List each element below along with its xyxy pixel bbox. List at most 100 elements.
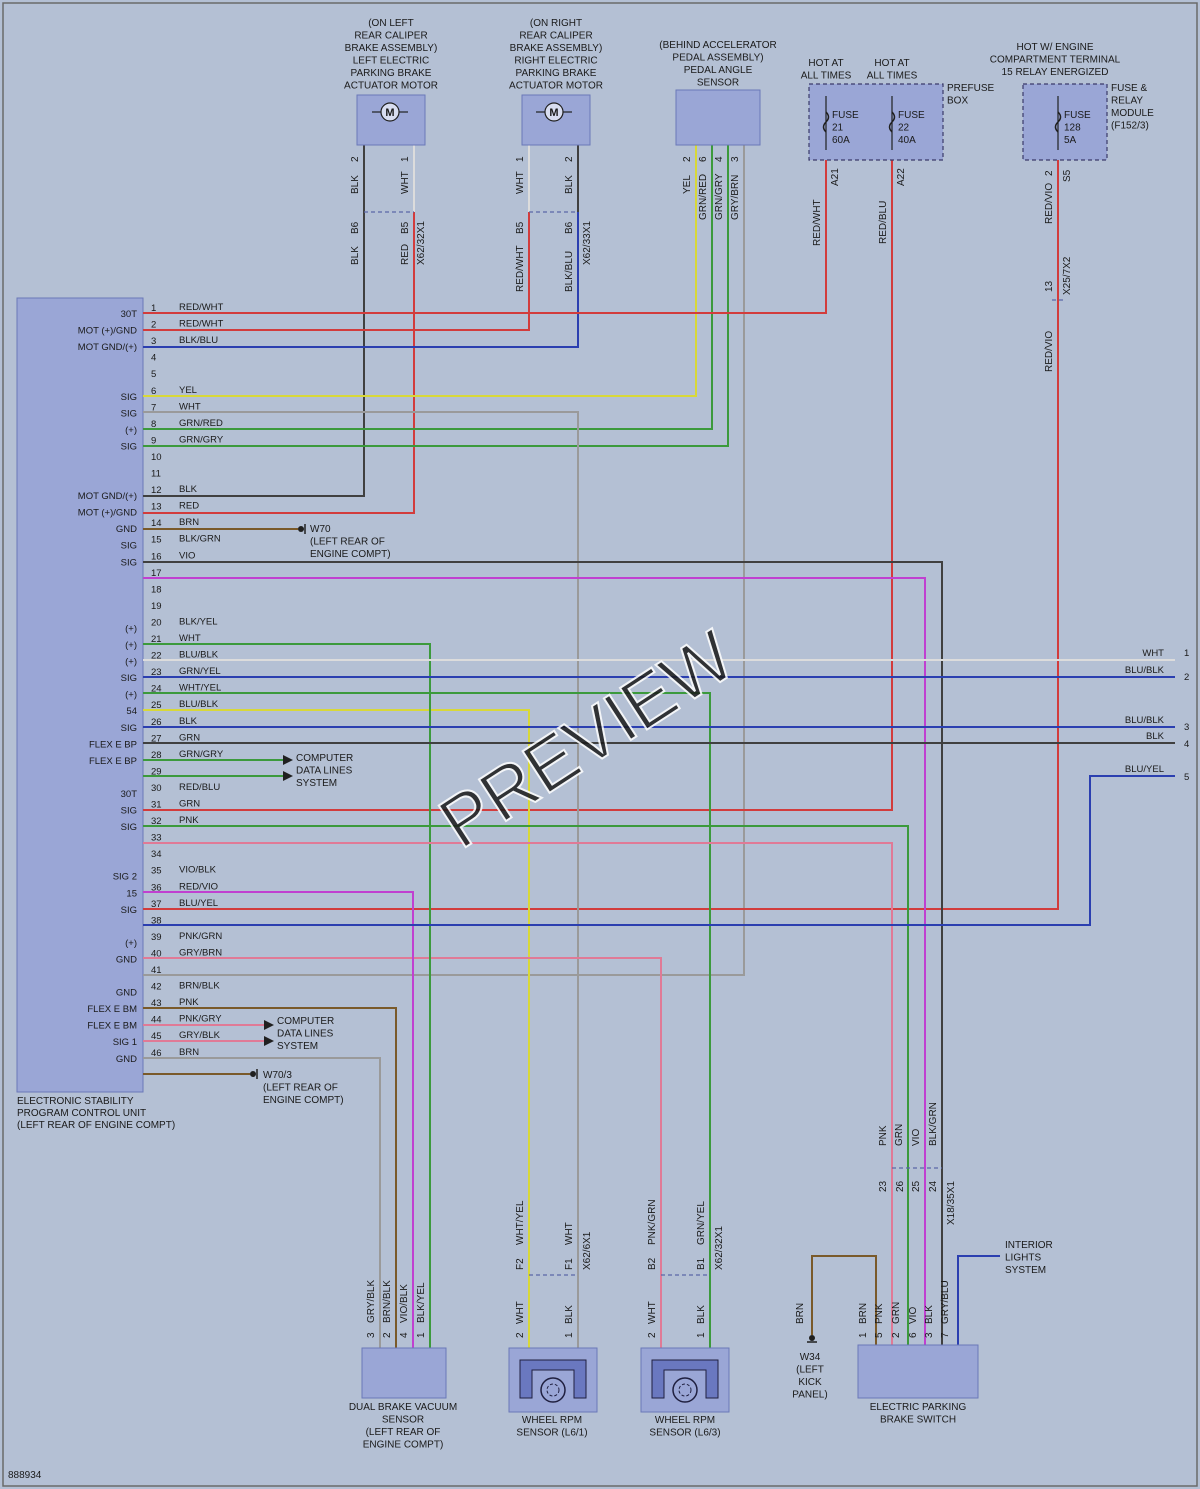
interior-lights-line-2: LIGHTS	[1005, 1253, 1041, 1264]
esp-pin-number-37: 37	[151, 899, 162, 910]
esp-pin-number-13: 13	[151, 502, 162, 513]
prefuse-wire-red-wht: RED/WHT	[812, 199, 823, 246]
fuse1-label-line-3: 60A	[832, 135, 850, 146]
wheel-rpm-sensor-l6-3	[640, 1347, 730, 1413]
pedal-title-line-3: PEDAL ANGLE	[684, 65, 753, 76]
vacuum-pin-4: 4	[399, 1332, 410, 1338]
wheel2-conn-b2: B2	[647, 1257, 658, 1270]
left-conn-b5: B5	[400, 221, 411, 234]
relay-fuse-label-line-1: FUSE	[1064, 110, 1091, 121]
wire-pin15-blk-grn	[143, 561, 943, 1348]
wire-pin8-grn-red	[143, 145, 713, 430]
pedal-angle-sensor	[675, 89, 761, 146]
esp-pin-number-41: 41	[151, 965, 162, 976]
esp-pin-wire-37: BLU/YEL	[179, 898, 218, 909]
esp-pin-number-1: 1	[151, 303, 156, 314]
esp-label-line-3: (LEFT REAR OF ENGINE COMPT)	[17, 1120, 175, 1131]
pedal-pin-4: 4	[714, 156, 725, 162]
ground-w34-label-line-4: PANEL)	[792, 1390, 827, 1401]
esp-pin-number-8: 8	[151, 419, 156, 430]
left-motor-title-line-3: BRAKE ASSEMBLY)	[345, 43, 438, 54]
fuse2-label-line-1: FUSE	[898, 110, 925, 121]
relay-fuse-label-line-2: 128	[1064, 123, 1081, 134]
wire-pin12-blk	[143, 145, 365, 497]
pedal-title-line-1: (BEHIND ACCELERATOR	[659, 40, 776, 51]
wheel2-pin-2: 2	[647, 1332, 658, 1338]
ground-w70-label-line-1: W70	[310, 524, 331, 535]
vacuum-wire-4: VIO/BLK	[399, 1284, 410, 1323]
pedal-title-line-4: SENSOR	[697, 78, 739, 89]
connector-right-motor: X62/33X1	[582, 221, 593, 265]
esp-pin-number-17: 17	[151, 568, 162, 579]
esp-pin-number-14: 14	[151, 518, 162, 529]
esp-pin-number-35: 35	[151, 866, 162, 877]
ground-w70-label-line-3: ENGINE COMPT)	[310, 549, 391, 560]
edge-pin-3: 3	[1184, 722, 1189, 733]
ground-w703-label-line-2: (LEFT REAR OF	[263, 1083, 338, 1094]
esp-pin-number-25: 25	[151, 700, 162, 711]
wheel2-wire-lower-2: WHT	[647, 1301, 658, 1324]
prefuse-terminal-a21: A21	[830, 168, 841, 186]
esp-pin-number-39: 39	[151, 932, 162, 943]
switch-conn-24: 24	[928, 1180, 939, 1192]
ground-w34-label-line-3: KICK	[798, 1377, 822, 1388]
vacuum-wire-3: GRY/BLK	[366, 1280, 377, 1323]
relay-pin-2: 2	[1044, 170, 1055, 176]
esp-pin-wire-43: PNK	[179, 997, 199, 1008]
esp-pin-number-42: 42	[151, 982, 162, 993]
esp-pin-function-16: SIG	[121, 557, 137, 568]
esp-label-line-1: ELECTRONIC STABILITY	[17, 1096, 134, 1107]
edge-pin-1: 1	[1184, 648, 1189, 659]
vacuum-pin-1: 1	[416, 1332, 427, 1338]
ground-w34-label-line-2: (LEFT	[796, 1365, 824, 1376]
esp-pin-number-3: 3	[151, 336, 156, 347]
pedal-wire-4: GRN/GRY	[714, 173, 725, 220]
switch-upper-wire-3: VIO	[911, 1129, 922, 1146]
left-motor-wire-lower-1: RED	[400, 244, 411, 265]
motor-icon: M	[372, 102, 408, 122]
relay-fuse-label-line-3: 5A	[1064, 135, 1077, 146]
wheel-rpm-sensor-l6-1	[508, 1347, 598, 1413]
wire-pin3-blk-blu	[143, 212, 579, 348]
esp-pin-wire-44: PNK/GRY	[179, 1014, 222, 1025]
esp-pin-function-40: GND	[116, 954, 137, 965]
relay-terminal-s5: S5	[1062, 169, 1073, 182]
switch-conn-23: 23	[878, 1180, 889, 1192]
esp-pin-wire-23: GRN/YEL	[179, 666, 221, 677]
left-motor-title-line-5: PARKING BRAKE	[351, 68, 432, 79]
left-motor-pin-1: 1	[400, 156, 411, 162]
esp-pin-number-46: 46	[151, 1048, 162, 1059]
esp-pin-function-22: (+)	[125, 657, 137, 668]
wire-pin16-vio	[143, 577, 926, 1348]
wheel1-title-line-1: WHEEL RPM	[522, 1415, 582, 1426]
edge-pin-4: 4	[1184, 739, 1189, 750]
esp-pin-function-12: MOT GND/(+)	[78, 491, 137, 502]
wire-pin20-blk-yel	[143, 643, 431, 1348]
esp-pin-function-20: (+)	[125, 623, 137, 634]
right-motor-title-line-5: PARKING BRAKE	[516, 68, 597, 79]
wire-pin35-vio-blk	[143, 891, 414, 1348]
esp-pin-wire-21: WHT	[179, 633, 201, 644]
esp-pin-function-7: SIG	[121, 408, 137, 419]
esp-pin-wire-39: PNK/GRN	[179, 931, 222, 942]
ground-w703-icon	[250, 1069, 258, 1079]
switch-title-line-1: ELECTRIC PARKING	[870, 1402, 967, 1413]
wire-layer	[143, 145, 1175, 1348]
wire-switch-gry-blu	[957, 1255, 1000, 1348]
right-motor-title-line-2: REAR CALIPER	[519, 31, 592, 42]
esp-pin-number-34: 34	[151, 849, 162, 860]
vacuum-title-line-1: DUAL BRAKE VACUUM	[349, 1402, 457, 1413]
wire-switch-brn	[811, 1255, 877, 1348]
right-motor-title-line-1: (ON RIGHT	[530, 18, 582, 29]
prefuse-label-line-2: BOX	[947, 96, 968, 107]
switch-wire-6: VIO	[908, 1307, 919, 1324]
esp-pin-number-36: 36	[151, 882, 162, 893]
switch-wire-1: BRN	[858, 1303, 869, 1324]
esp-pin-wire-1: RED/WHT	[179, 302, 224, 313]
esp-pin-number-33: 33	[151, 833, 162, 844]
wheel1-wire-upper-2: WHT/YEL	[515, 1200, 526, 1245]
cdl2-label-line-1: COMPUTER	[277, 1016, 334, 1027]
wire-pin24-wht-yel	[143, 709, 530, 1348]
relay-hot-line-1: HOT W/ ENGINE	[1016, 42, 1093, 53]
